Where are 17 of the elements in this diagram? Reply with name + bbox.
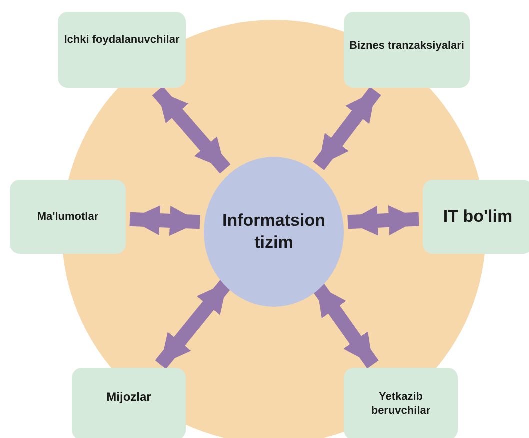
double-arrow	[152, 86, 231, 174]
entity-box	[344, 368, 458, 438]
node-label: IT bo'lim	[443, 206, 513, 228]
node-label: Ma'lumotlar	[37, 210, 99, 224]
entity-box	[72, 368, 186, 438]
entity-box	[344, 12, 470, 88]
double-arrow	[348, 206, 420, 236]
double-arrow	[130, 206, 200, 236]
entity-box	[10, 180, 126, 254]
entity-box	[58, 12, 186, 88]
node-label: Mijozlar	[106, 390, 152, 406]
node-label: Informatsion tizim	[222, 210, 326, 254]
node-label: Yetkazib beruvchilar	[370, 390, 432, 418]
node-label: Ichki foydalanuvchilar	[64, 32, 180, 48]
entity-box	[423, 180, 529, 254]
double-arrow	[313, 86, 382, 170]
node-label: Biznes tranzaksiyalari	[350, 38, 464, 54]
